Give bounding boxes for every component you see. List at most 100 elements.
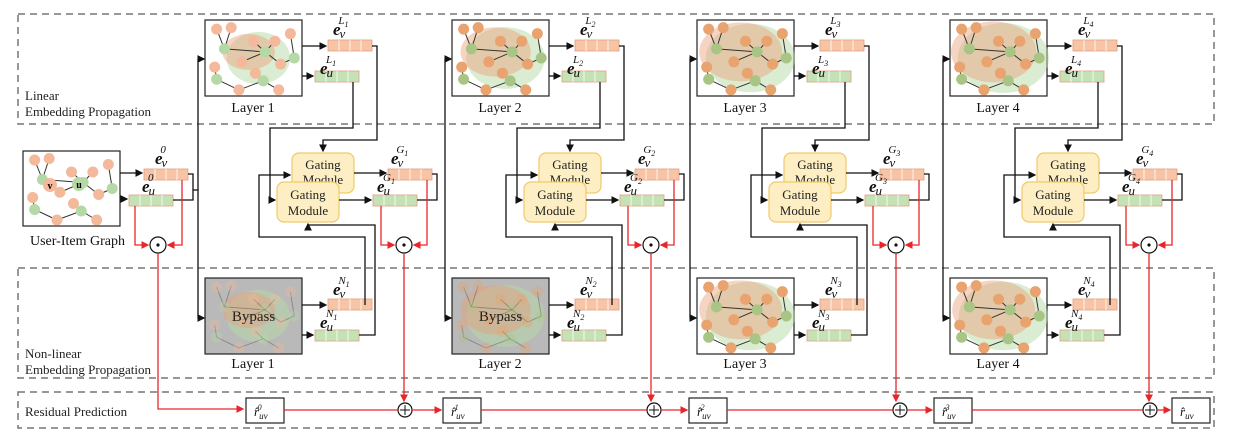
label-e-uL3-sub: u (819, 65, 826, 80)
label-e-uL2-sup-idx: 2 (579, 59, 583, 68)
residual-line (412, 180, 428, 249)
label-e-u0-e: e (142, 177, 150, 196)
label-e-vG2: evG2 (638, 144, 655, 170)
label-e-uG4-sup-idx: 4 (1136, 177, 1140, 186)
linear-label-line2: Embedding Propagation (25, 104, 152, 119)
label-e-vN4: evN4 (1078, 275, 1095, 301)
label-e-uN4: euN4 (1065, 308, 1082, 334)
label-e-uL1-sup: L (325, 54, 332, 66)
user-node (535, 52, 547, 64)
graph-edge (264, 298, 276, 311)
residual-line (1157, 180, 1173, 249)
label-e-vL3-e: e (825, 20, 833, 39)
label-e-uN4-sub: u (1072, 319, 1079, 334)
gating-module-label: Module (288, 203, 329, 218)
label-e-vG4-sub: v (1143, 155, 1149, 170)
label-e-vN3-sub: v (832, 286, 838, 301)
user-node (259, 46, 271, 58)
label-e-uG1-sub: u (384, 183, 391, 198)
item-node (970, 22, 982, 34)
connector-line (188, 173, 194, 190)
residual-line (627, 206, 643, 249)
residual-line (166, 180, 183, 249)
hadamard-dot (894, 243, 898, 247)
connector-line (1013, 82, 1099, 204)
gating-module-label: Gating (305, 157, 341, 172)
graph-edge (289, 291, 295, 317)
label-e-uL2: euL2 (567, 54, 583, 80)
item-neighborhood-region (460, 27, 531, 77)
label-e-vN4-sup-idx: 4 (1091, 280, 1095, 289)
item-node (981, 314, 993, 326)
user-node (504, 75, 516, 87)
user-node (1004, 46, 1016, 58)
item-node (483, 56, 495, 68)
item-node (954, 61, 966, 73)
item-neighborhood-region (950, 21, 1037, 83)
label-e-vG4-sup-idx: 4 (1149, 149, 1153, 158)
label-e-v0-sub: v (162, 155, 168, 170)
graph-edge (253, 298, 266, 311)
label-e-vN4-sub: v (1085, 286, 1091, 301)
label-e-uL2-sub: u (574, 65, 581, 80)
connector-line (432, 173, 438, 188)
label-e-vG1-e: e (391, 149, 399, 168)
label-e-uN3: euN3 (812, 308, 829, 334)
label-e-uG2-e: e (624, 177, 632, 196)
r-hat-label: r̂uv3 (942, 403, 956, 421)
user-neighborhood-region (705, 281, 795, 351)
item-node (776, 28, 788, 40)
user-node (956, 331, 968, 343)
graph-edge (238, 338, 264, 349)
r-hat: r̂ (1180, 404, 1186, 419)
label-e-uL3: euL3 (812, 54, 828, 80)
graph-edge (461, 325, 465, 338)
label-e-vG3-sup-idx: 3 (895, 149, 900, 158)
label-e-vL1: evL1 (333, 15, 348, 41)
label-e-vN2-sup: N (584, 275, 593, 287)
item-node (765, 84, 777, 96)
label-e-vL1-sup: L (337, 15, 344, 27)
embedding-u-L4 (1059, 70, 1105, 83)
item-node (741, 67, 753, 79)
label-e-vN1: evN1 (333, 275, 350, 301)
hadamard-dot (156, 243, 160, 247)
item-node (1020, 58, 1032, 70)
nonlinear-section-box (17, 267, 1215, 379)
item-node (520, 84, 532, 96)
hadamard-dot (402, 243, 406, 247)
label-e-vN3: evN3 (825, 275, 842, 301)
residual-line (380, 206, 396, 249)
residual-line (872, 206, 888, 249)
linear-layer-4-graph (949, 19, 1049, 97)
label-e-vG1-sup: G (396, 144, 404, 156)
graph-edge (509, 338, 526, 349)
graph-edge (223, 285, 232, 308)
label-e-uG2: euG2 (624, 172, 642, 198)
graph-edge (536, 291, 542, 317)
residual-line (1125, 206, 1141, 249)
item-node (225, 22, 237, 34)
linear-layer-2-graph (451, 19, 550, 97)
nonlinear-layer-4-graph (949, 277, 1048, 355)
gating-module-label: Module (535, 203, 576, 218)
item-node (725, 342, 737, 354)
embedding-u-G2 (619, 194, 665, 207)
label-e-uL1-e: e (320, 59, 328, 78)
r-hat: r̂ (254, 404, 260, 419)
item-node (520, 342, 532, 354)
label-e-vN2-sub: v (587, 286, 593, 301)
hadamard-dot (1147, 243, 1151, 247)
item-node (248, 293, 259, 305)
label-e-vN1-sub: v (340, 286, 346, 301)
item-node (27, 192, 39, 203)
graph-edge (471, 48, 513, 53)
embedding-v-N1 (327, 298, 373, 311)
label-e-vN4-sup: N (1082, 275, 1091, 287)
item-node (209, 319, 221, 331)
embedding-u-L2 (561, 70, 607, 83)
user-node (1033, 52, 1045, 64)
gating-module-box (523, 181, 587, 223)
user-node (963, 43, 975, 55)
